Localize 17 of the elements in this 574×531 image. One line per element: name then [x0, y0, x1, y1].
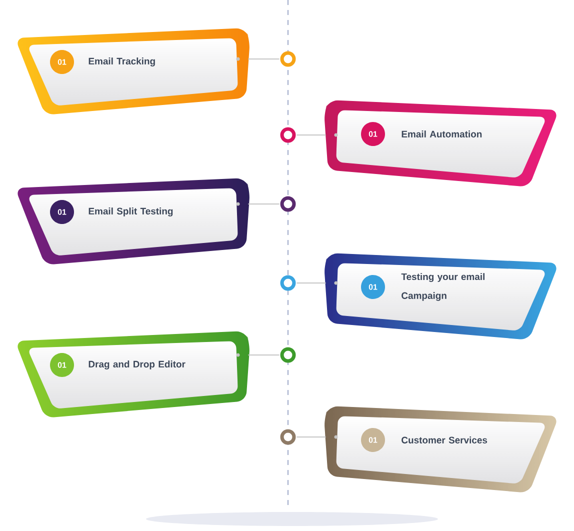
card-title: Customer Services — [402, 436, 488, 444]
card-title: Email Automation — [402, 130, 482, 138]
connector-line — [248, 58, 280, 60]
timeline-ring — [280, 196, 296, 212]
card-title: Testing your email Campaign — [401, 273, 484, 301]
connector-line — [296, 134, 326, 136]
card-title: Email Split Testing — [88, 208, 173, 216]
connector-line — [296, 436, 326, 438]
timeline-ring — [280, 347, 296, 363]
timeline-ring — [280, 51, 296, 67]
card-title: Drag and Drop Editor — [88, 360, 186, 370]
connector-line — [296, 282, 326, 284]
card-title: Email Tracking — [88, 58, 155, 66]
timeline-ring — [280, 127, 296, 143]
connector-line — [248, 354, 280, 356]
timeline-ring — [280, 429, 296, 445]
timeline-ring — [280, 275, 296, 291]
